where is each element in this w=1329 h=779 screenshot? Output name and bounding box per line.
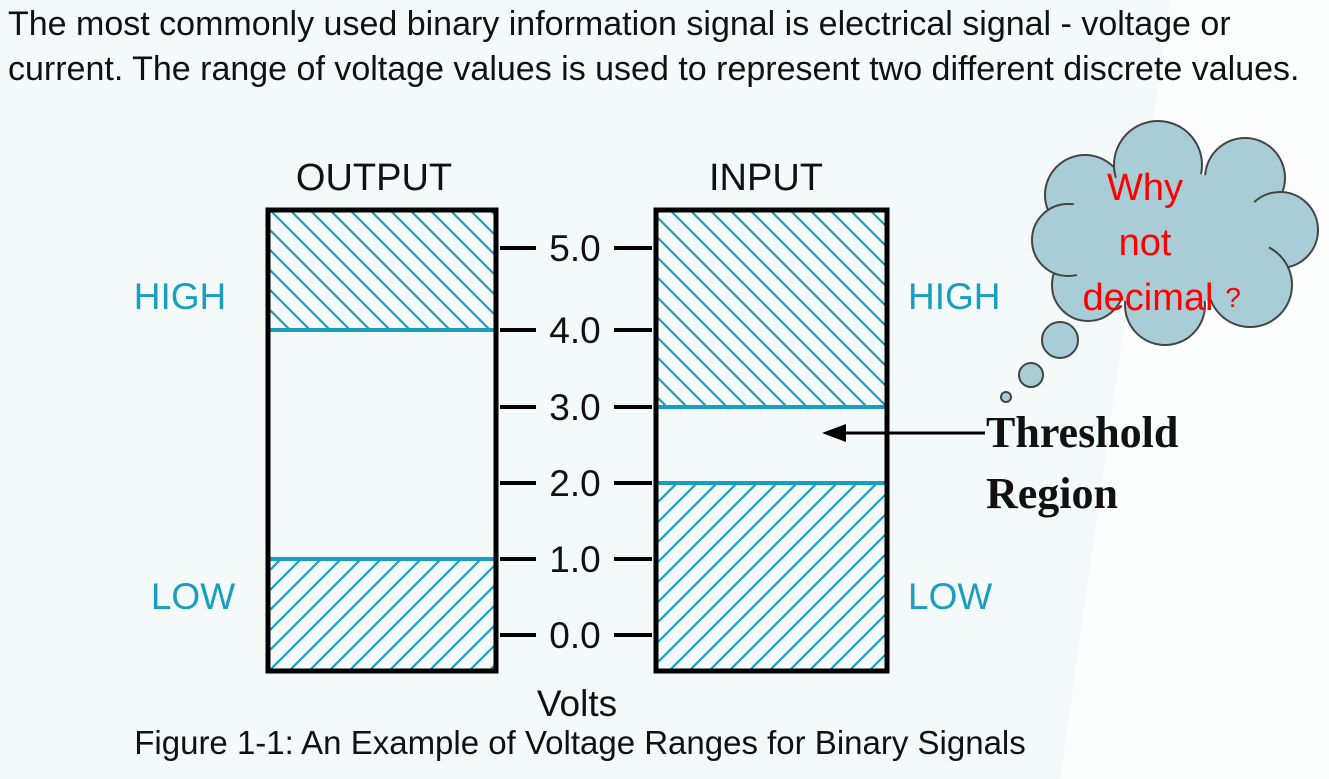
intro-paragraph: The most commonly used binary informatio… (8, 5, 1300, 88)
cloud-text-line3: decimal (1083, 277, 1214, 319)
output-high-label: HIGH (134, 276, 227, 317)
input-high-label: HIGH (908, 276, 1001, 317)
thought-cloud: Why not decimal ? (1000, 120, 1319, 403)
cloud-question-mark: ? (1225, 282, 1241, 313)
axis-tick-label-1: 1.0 (549, 539, 600, 580)
voltage-axis: 5.0 4.0 3.0 2.0 1.0 0.0 Volts (500, 228, 652, 724)
output-frame (265, 207, 499, 674)
output-high-region (268, 210, 496, 330)
threshold-arrow (822, 424, 985, 442)
cloud-text-line2: not (1119, 222, 1172, 264)
threshold-label-line1: Threshold (986, 408, 1178, 457)
axis-tick-label-3: 3.0 (549, 387, 600, 428)
input-title: INPUT (709, 157, 823, 199)
output-column (265, 207, 499, 674)
axis-tick-label-5: 5.0 (549, 228, 600, 269)
figure-caption: Figure 1-1: An Example of Voltage Ranges… (134, 724, 1026, 761)
input-low-label: LOW (908, 576, 992, 617)
output-low-region (268, 559, 496, 671)
cloud-text-line1: Why (1107, 167, 1183, 209)
input-high-region (656, 210, 887, 407)
input-column (653, 207, 890, 674)
threshold-label-line2: Region (986, 469, 1118, 518)
axis-label: Volts (537, 683, 617, 724)
axis-tick-label-0: 0.0 (549, 615, 600, 656)
input-low-region (656, 483, 887, 671)
arrow-head-icon (822, 424, 846, 442)
axis-tick-label-4: 4.0 (549, 310, 600, 351)
output-title: OUTPUT (296, 157, 452, 199)
axis-tick-label-2: 2.0 (549, 463, 600, 504)
input-frame (653, 207, 890, 674)
output-low-label: LOW (151, 576, 235, 617)
